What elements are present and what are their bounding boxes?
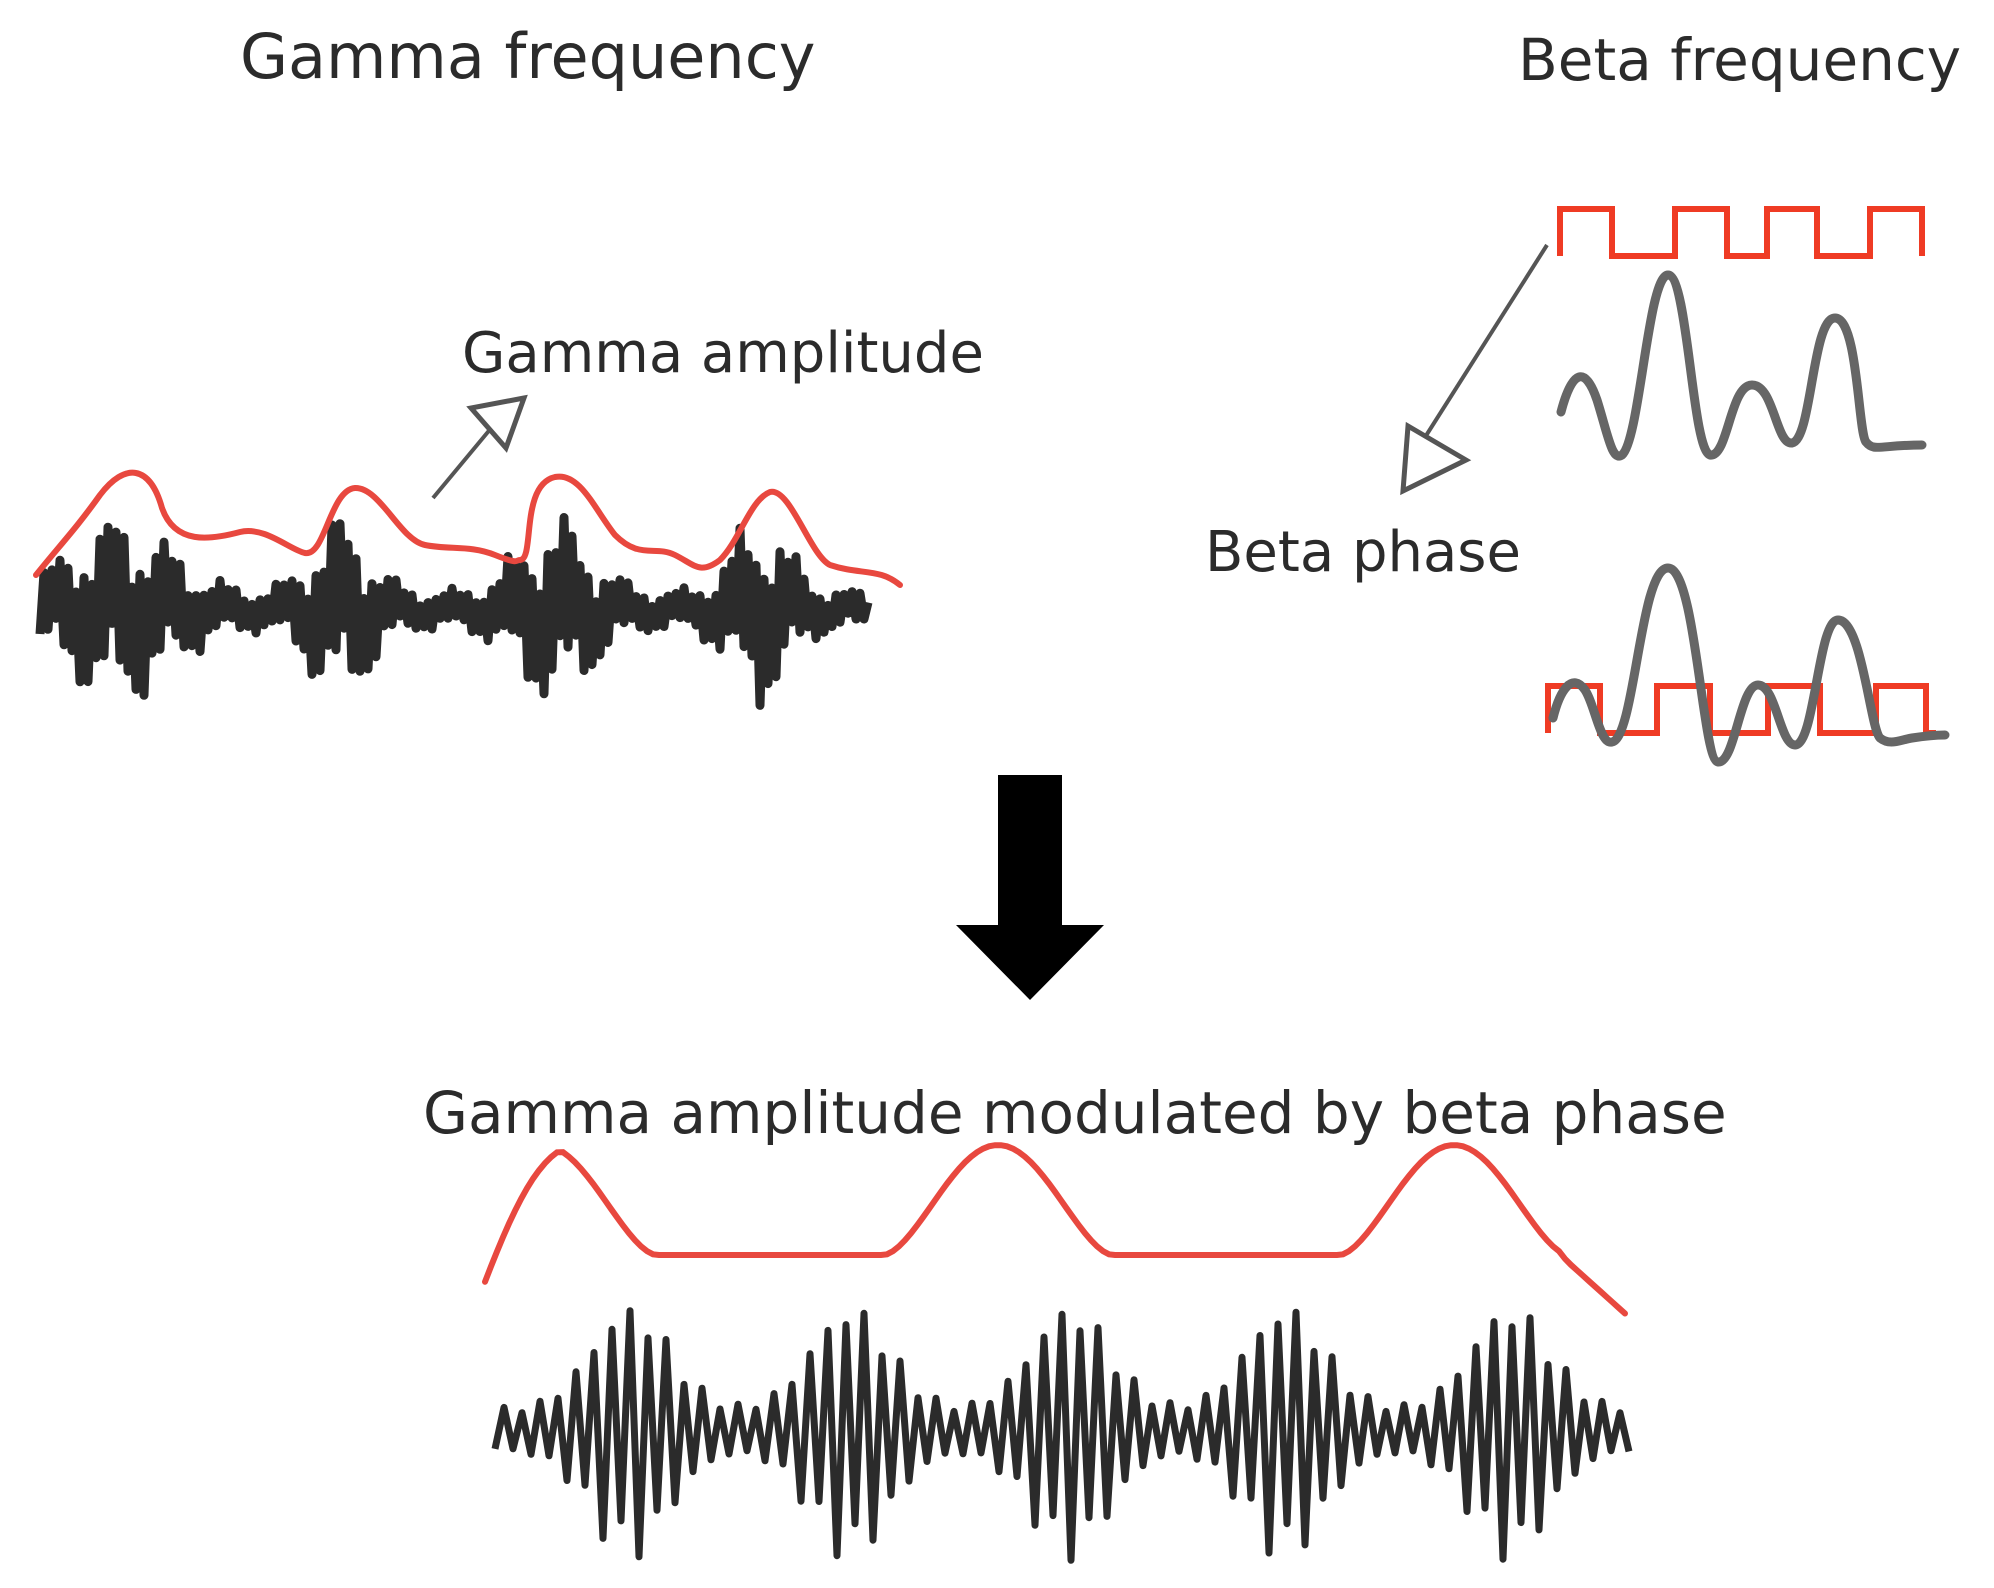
result-arrow-icon bbox=[956, 775, 1104, 1000]
gamma-amplitude-envelope bbox=[33, 469, 903, 588]
gamma-frequency-title: Gamma frequency bbox=[240, 20, 816, 93]
beta-frequency-title: Beta frequency bbox=[1518, 26, 1961, 94]
result-panel bbox=[482, 1142, 1633, 1564]
beta-square-wave bbox=[1557, 206, 1925, 259]
beta-phase-label: Beta phase bbox=[1205, 520, 1521, 585]
gamma-amplitude-arrow-icon bbox=[431, 394, 528, 500]
beta-wave-overlay bbox=[1548, 563, 1950, 767]
beta-wave bbox=[1556, 270, 1927, 461]
modulated-gamma-signal bbox=[491, 1307, 1633, 1564]
result-title: Gamma amplitude modulated by beta phase bbox=[423, 1079, 1727, 1147]
gamma-raw-signal bbox=[35, 513, 873, 710]
gamma-amplitude-label: Gamma amplitude bbox=[462, 321, 984, 386]
beta-panel: Beta phase bbox=[1205, 206, 1950, 767]
modulated-envelope bbox=[482, 1142, 1628, 1317]
beta-phase-arrow-icon bbox=[1400, 243, 1549, 496]
gamma-panel: Gamma amplitude bbox=[33, 321, 984, 710]
